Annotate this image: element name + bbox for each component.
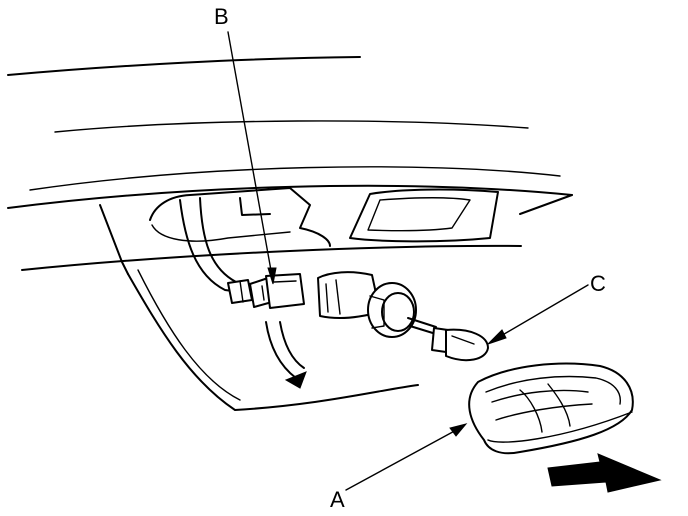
handle-recess (349, 188, 499, 243)
callout-label-c: C (590, 271, 606, 296)
wire-harness (179, 197, 253, 304)
lamp-lens (468, 362, 634, 455)
connector (249, 273, 305, 309)
callout-label-b: B (214, 4, 229, 29)
removal-arrow (547, 453, 662, 493)
bulb (407, 317, 489, 362)
callout-label-a: A (330, 487, 345, 512)
lamp-housing-opening (149, 187, 331, 247)
bulb-socket (317, 271, 417, 338)
disconnect-arrow (265, 321, 307, 389)
body-panel (7, 56, 573, 411)
leader-lines (227, 31, 589, 491)
